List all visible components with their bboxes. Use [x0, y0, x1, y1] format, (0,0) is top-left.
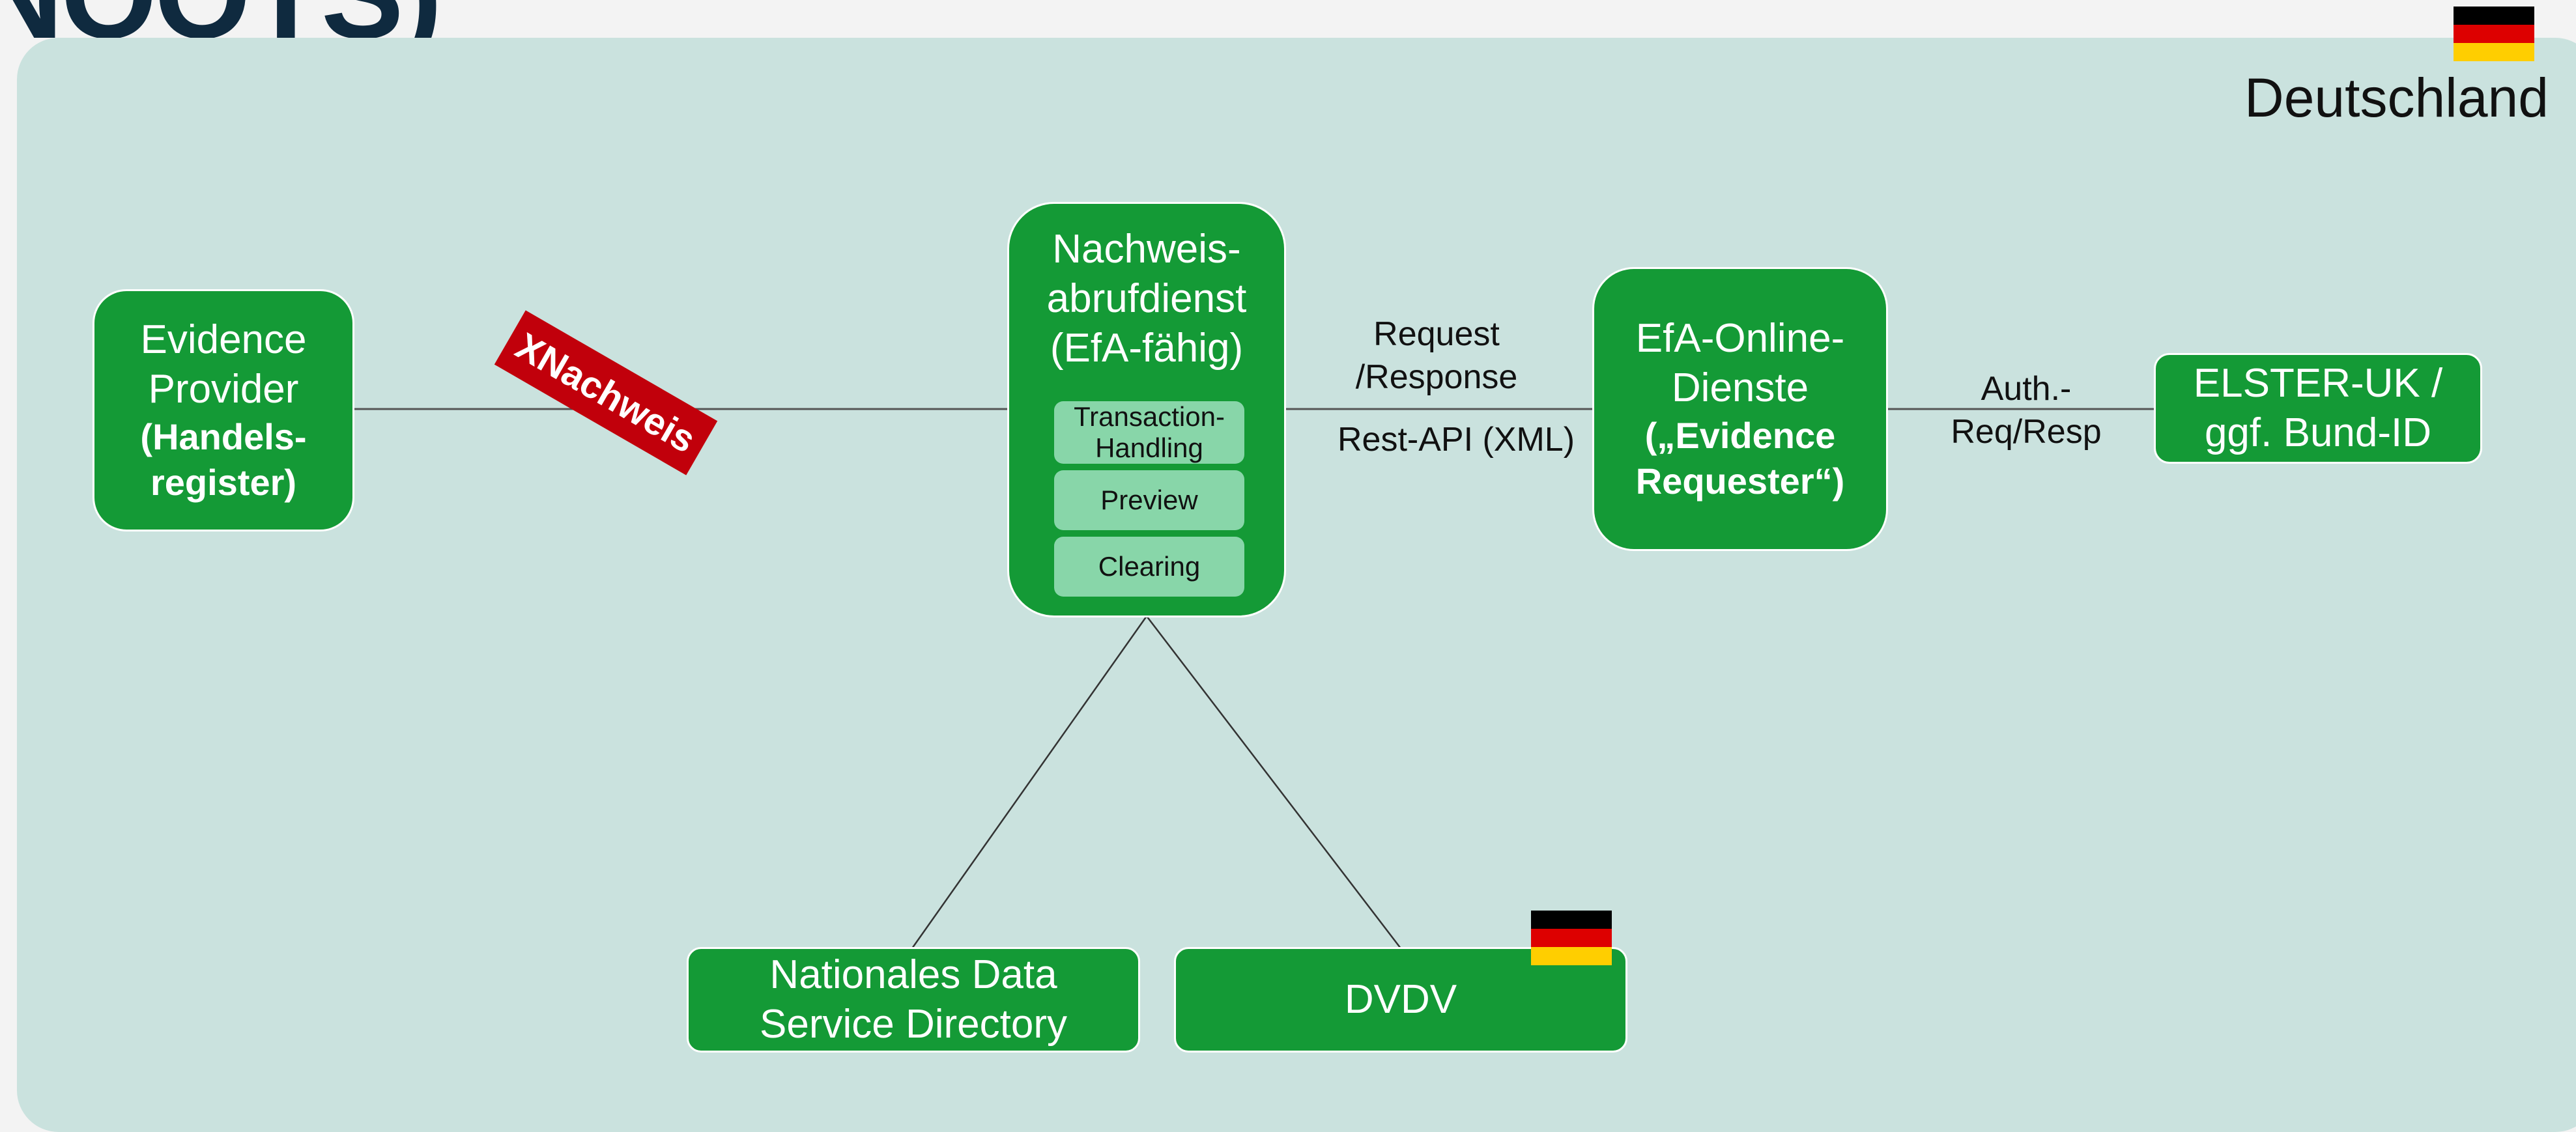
edge-nachweis-to-directory	[911, 616, 1148, 949]
elster-line1: ELSTER-UK /	[2193, 361, 2443, 406]
germany-flag-icon	[2454, 7, 2534, 61]
nachweis-line1: Nachweis-	[1052, 227, 1241, 272]
germany-flag-icon-dvdv	[1531, 911, 1612, 965]
efa-bold2: Requester“)	[1635, 460, 1845, 502]
efa-online-dienste-node: EfA-Online- Dienste („Evidence Requester…	[1592, 267, 1888, 551]
efa-line2: Dienste	[1671, 365, 1809, 410]
edge-nachweis-to-dvdv	[1146, 616, 1401, 949]
response-label: /Response	[1355, 358, 1518, 396]
request-label: Request	[1373, 315, 1500, 353]
elster-line2: ggf. Bund-ID	[2204, 410, 2432, 455]
efa-bold1: („Evidence	[1644, 415, 1836, 456]
directory-line2: Service Directory	[760, 1002, 1067, 1047]
clearing-component: Clearing	[1054, 537, 1244, 597]
connector-lines	[353, 408, 2155, 949]
evidence-provider-node: Evidence Provider (Handels- register)	[93, 289, 354, 531]
dvdv-label: DVDV	[1344, 977, 1457, 1022]
data-service-directory-node: Nationales Data Service Directory	[687, 947, 1140, 1053]
preview-component: Preview	[1054, 470, 1244, 530]
auth-label: Auth.-	[1981, 370, 2072, 408]
evidence-provider-line2: Provider	[148, 367, 299, 412]
efa-line1: EfA-Online-	[1635, 316, 1845, 361]
elster-node: ELSTER-UK / ggf. Bund-ID	[2154, 353, 2482, 464]
evidence-provider-line1: Evidence	[140, 317, 307, 362]
evidence-provider-bold2: register)	[150, 462, 297, 503]
region-label: Deutschland	[2244, 67, 2549, 128]
evidence-provider-bold1: (Handels-	[140, 416, 307, 457]
nachweis-line2: abrufdienst	[1046, 276, 1247, 321]
rest-api-label: Rest-API (XML)	[1337, 421, 1575, 459]
directory-line1: Nationales Data	[769, 952, 1057, 997]
req-resp-label: Req/Resp	[1951, 413, 2102, 451]
nachweis-line3: (EfA-fähig)	[1050, 326, 1244, 371]
transaction-handling-component: Transaction- Handling	[1054, 401, 1244, 464]
